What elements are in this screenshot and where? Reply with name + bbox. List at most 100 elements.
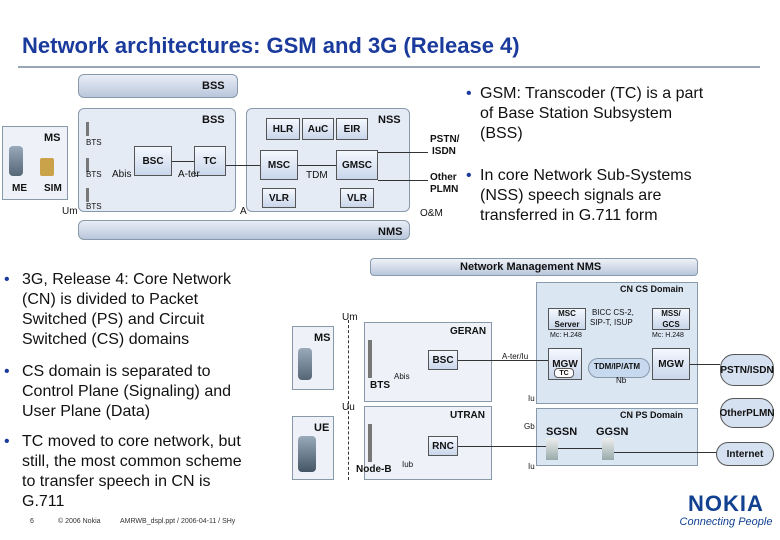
bullet-line: TC moved to core network, but	[22, 433, 241, 450]
plmn-label: PLMN	[430, 184, 459, 195]
bullet-line: G.711	[22, 493, 65, 510]
vlr-box-1: VLR	[262, 188, 296, 208]
bsc-box-3g: BSC	[428, 350, 458, 370]
iu-label-2: Iu	[528, 462, 535, 471]
left-bullet-2: • CS domain is separated to Control Plan…	[4, 362, 274, 422]
mc-label-2: Mc: H.248	[652, 332, 684, 339]
right-bullet-1: • GSM: Transcoder (TC) is a part of Base…	[466, 84, 766, 144]
me-label: ME	[12, 183, 27, 194]
sim-label: SIM	[44, 183, 62, 194]
ater-iu-label: A-ter/Iu	[502, 352, 529, 361]
ue-label: UE	[314, 422, 330, 434]
rnc-box: RNC	[428, 436, 458, 456]
page-title: Network architectures: GSM and 3G (Relea…	[22, 33, 520, 58]
footer-page-number: 6	[30, 518, 34, 525]
rnc-sgsn-link	[458, 446, 546, 447]
tc-box-3g: TC	[554, 368, 574, 378]
gmsc-box: GMSC	[336, 150, 378, 180]
bullet-dot-icon: •	[4, 433, 10, 450]
cn-ps-domain-frame	[536, 408, 698, 466]
internet-cloud: Internet	[716, 442, 774, 466]
bullet-dot-icon: •	[4, 271, 10, 288]
sgsn-server-icon	[546, 438, 558, 460]
um-label-3g: Um	[342, 312, 358, 323]
smartphone-icon	[298, 436, 316, 472]
bts-antenna-icon	[368, 340, 372, 378]
bullet-line: (CN) is divided to Packet	[22, 291, 199, 308]
title-divider	[18, 66, 760, 68]
bullet-line: (BSS)	[480, 125, 523, 142]
nms-label: NMS	[378, 226, 403, 238]
cn-cs-domain-frame	[536, 282, 698, 404]
left-bullet-3: • TC moved to core network, but still, t…	[4, 432, 274, 512]
bss-outer-label: BSS	[202, 80, 225, 92]
tdm-ip-atm-label: TDM/IP/ATM	[594, 362, 641, 371]
iu-label: Iu	[528, 394, 535, 403]
geran-label: GERAN	[450, 326, 487, 337]
nms-bar-label: Network Management NMS	[460, 261, 602, 273]
bts-label-3g: BTS	[370, 380, 390, 391]
gmsc-pstn-link	[378, 152, 428, 153]
node-b-label: Node-B	[356, 464, 392, 475]
ms-label-3g: MS	[314, 332, 331, 344]
msc-server-box: MSC Server	[548, 308, 586, 330]
bullet-line: Switched (PS) and Circuit	[22, 311, 205, 328]
ms-label: MS	[44, 132, 61, 144]
air-interface-line	[348, 320, 349, 480]
sim-card-icon	[40, 158, 54, 176]
pstn-isdn-cloud: PSTN/ ISDN	[720, 354, 774, 386]
bullet-dot-icon: •	[466, 167, 472, 184]
om-label: O&M	[420, 208, 443, 219]
ip-cloud-icon	[588, 358, 650, 378]
bss-outer-frame	[78, 74, 238, 98]
tdm-label: TDM	[306, 170, 328, 181]
gmsc-plmn-link	[378, 180, 428, 181]
other-plmn-cloud: Other PLMN	[719, 398, 775, 428]
pstn-label-3g: PSTN/	[720, 364, 750, 376]
pstn-label: PSTN/	[430, 134, 460, 145]
bullet-line: of Base Station Subsystem	[480, 105, 673, 122]
auc-box: AuC	[302, 118, 334, 140]
gb-label: Gb	[524, 422, 535, 431]
plmn-label-3g: PLMN	[746, 407, 775, 419]
right-bullet-2: • In core Network Sub-Systems (NSS) spee…	[466, 166, 766, 226]
mobile-phone-icon	[9, 146, 23, 176]
abis-label: Abis	[112, 169, 132, 180]
mgw-pstn-link	[690, 364, 720, 365]
sgsn-ggsn-link	[558, 448, 602, 449]
tc-box: TC	[194, 146, 226, 176]
other-label-3g: Other	[719, 407, 747, 419]
bsc-mgw-link	[458, 360, 548, 361]
other-label: Other	[430, 172, 457, 183]
hlr-box: HLR	[266, 118, 300, 140]
left-bullet-1: • 3G, Release 4: Core Network (CN) is di…	[4, 270, 274, 350]
nokia-logo-brand: NOKIA	[688, 491, 764, 516]
bss-inner-label: BSS	[202, 114, 225, 126]
a-label: A	[240, 206, 247, 217]
bullet-line: In core Network Sub-Systems	[480, 167, 692, 184]
nms-bar	[370, 258, 698, 276]
bsc-tc-link	[172, 161, 194, 162]
ater-label: A-ter	[178, 169, 200, 180]
iub-label: Iub	[402, 460, 414, 469]
bullet-line: User Plane (Data)	[22, 403, 151, 420]
gsm-diagram: BSS NMS BSS NSS MS ME SIM Um BTS BTS BTS…	[0, 72, 459, 244]
bts-label-1: BTS	[86, 138, 102, 147]
nss-label: NSS	[378, 114, 401, 126]
bullet-line: to transfer speech in CN is	[22, 473, 211, 490]
bts-label-3: BTS	[86, 202, 102, 211]
sip-label: SIP-T, ISUP	[590, 318, 633, 327]
bullet-line: transferred in G.711 form	[480, 207, 658, 224]
mobile-phone-icon	[298, 348, 312, 380]
bsc-box: BSC	[134, 146, 172, 176]
bullet-line: CS domain is separated to	[22, 363, 211, 380]
cn-ps-label: CN PS Domain	[620, 410, 684, 420]
footer-copyright: © 2006 Nokia	[58, 518, 101, 525]
nb-label: Nb	[616, 376, 627, 385]
eir-box: EIR	[336, 118, 368, 140]
internet-label: Internet	[726, 448, 764, 460]
bts-label-2: BTS	[86, 170, 102, 179]
nokia-logo: NOKIA Connecting People	[676, 492, 776, 532]
tc-msc-link	[226, 165, 260, 166]
bullet-dot-icon: •	[466, 85, 472, 102]
